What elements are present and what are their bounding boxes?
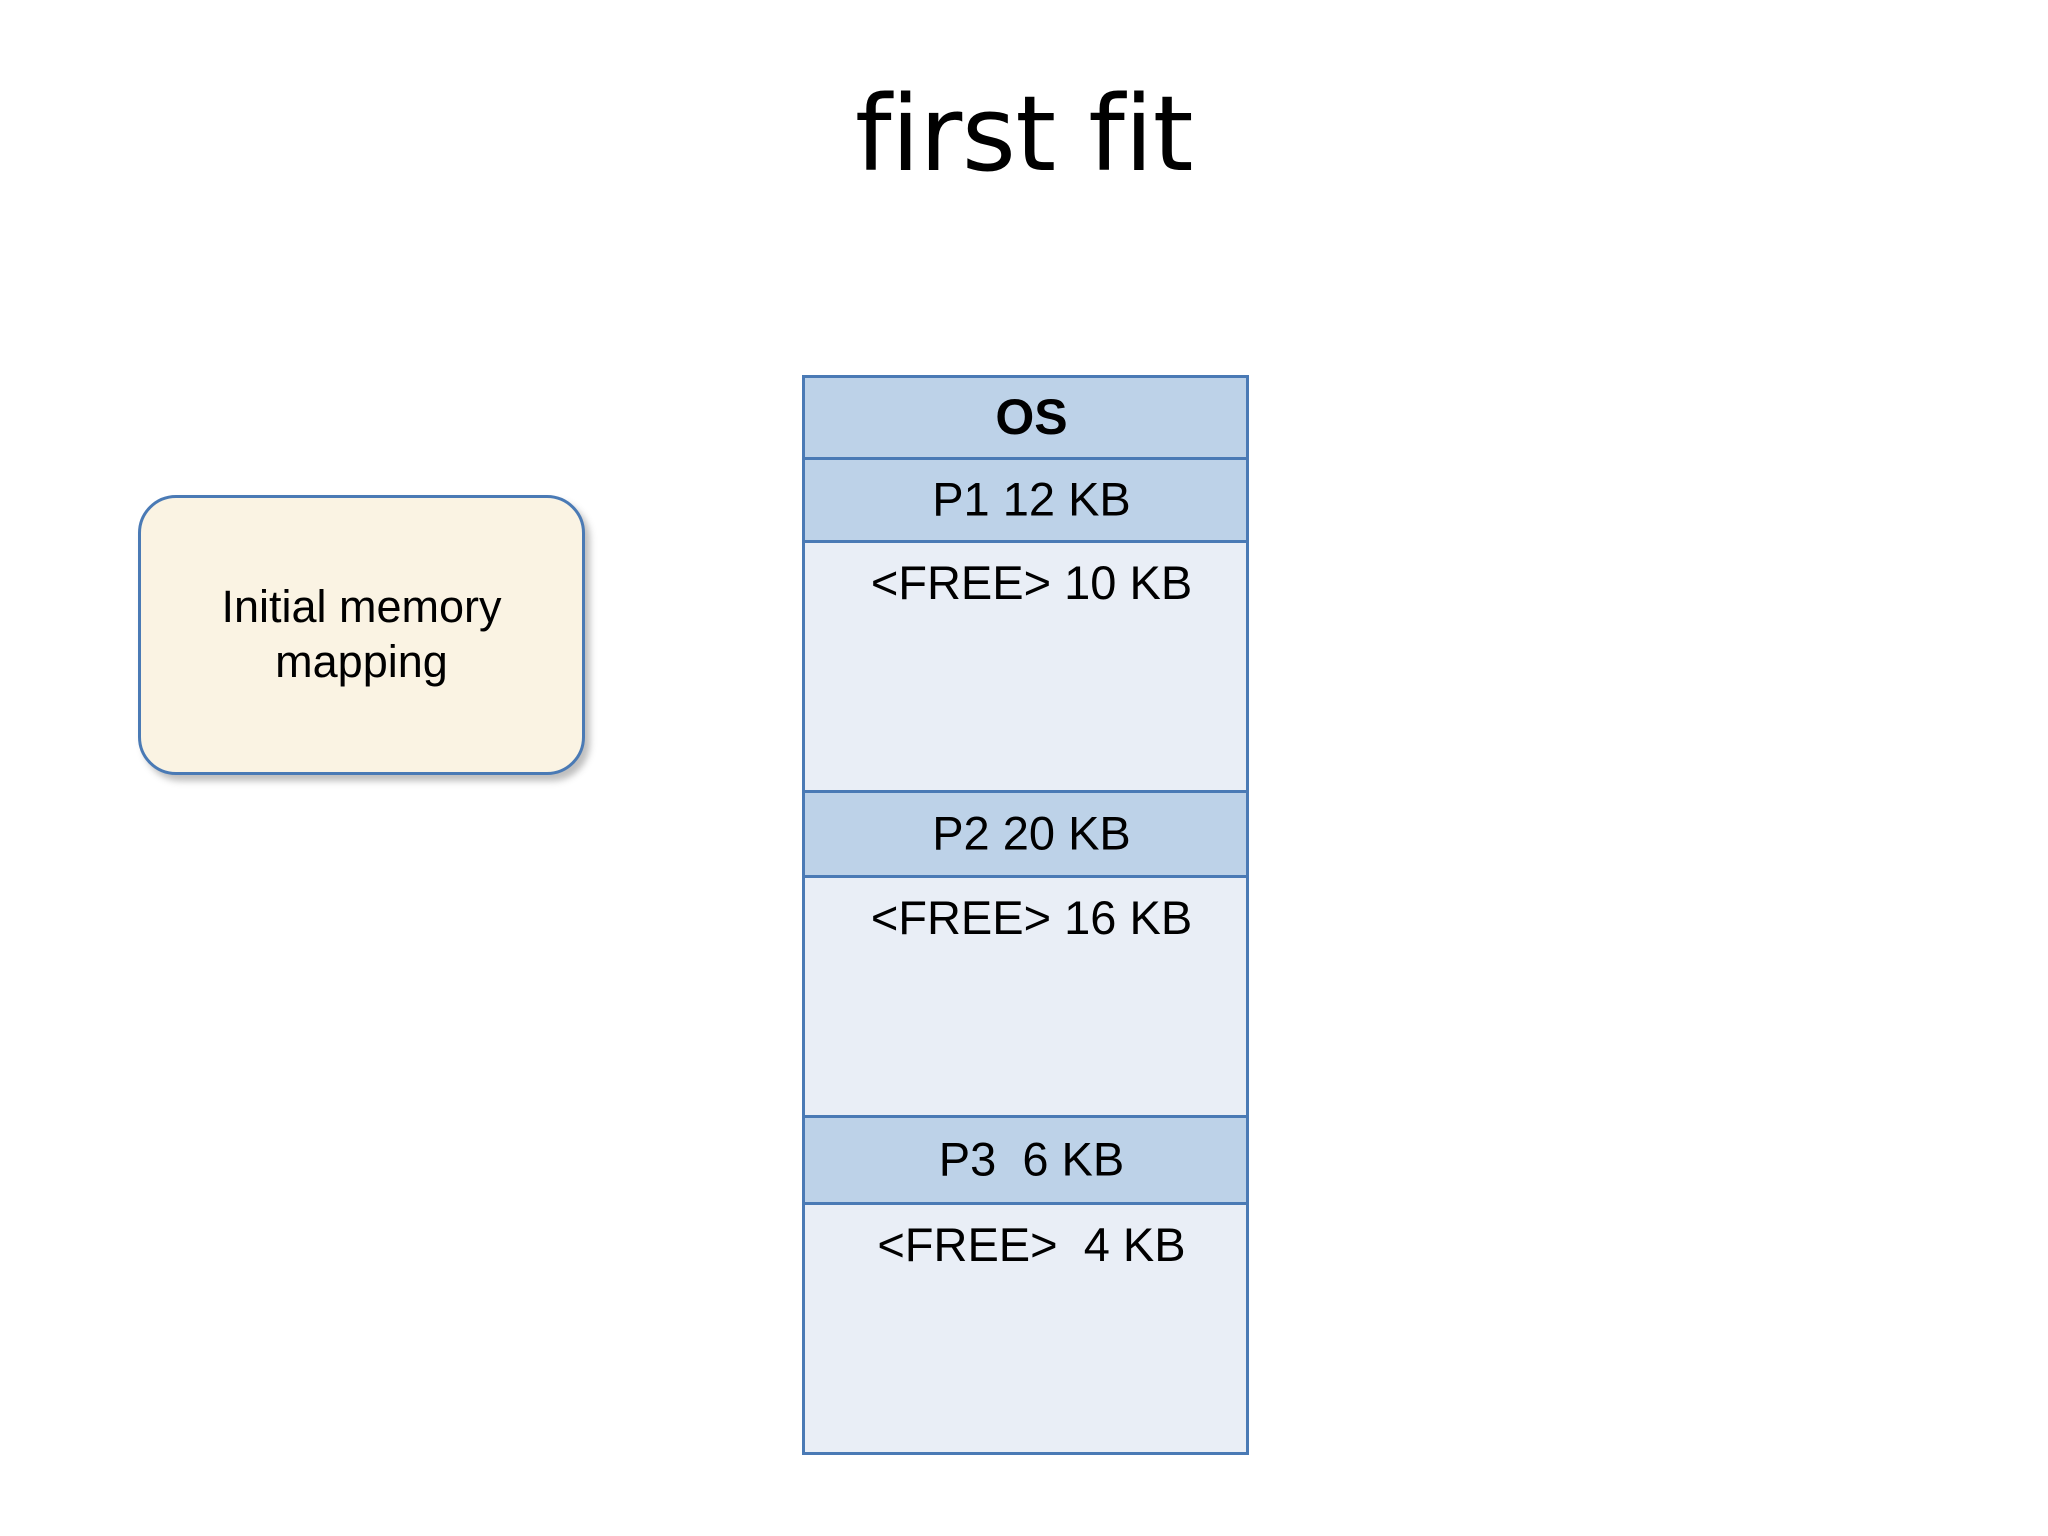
memory-block-label: P2 20 KB — [932, 806, 1131, 860]
memory-block-label: <FREE> 4 KB — [877, 1218, 1186, 1271]
memory-block-label: P3 6 KB — [938, 1132, 1125, 1186]
memory-block-label: OS — [995, 388, 1068, 445]
memory-block: OS — [805, 378, 1246, 460]
page-title: first fit — [854, 73, 1194, 195]
memory-block-label: <FREE> 10 KB — [870, 556, 1193, 609]
memory-block: <FREE> 10 KB — [805, 543, 1246, 793]
initial-memory-mapping-callout: Initial memory mapping — [138, 495, 585, 775]
memory-block-label: <FREE> 16 KB — [870, 891, 1193, 944]
memory-block: P3 6 KB — [805, 1118, 1246, 1205]
memory-map-diagram: OS P1 12 KB <FREE> 10 KB P2 20 KB <FREE> 16 … — [802, 375, 1249, 1455]
callout-label: Initial memory mapping — [221, 581, 502, 687]
memory-block: <FREE> 4 KB — [805, 1205, 1246, 1452]
memory-block: P2 20 KB — [805, 793, 1246, 878]
memory-block: <FREE> 16 KB — [805, 878, 1246, 1118]
memory-block: P1 12 KB — [805, 460, 1246, 543]
memory-block-label: P1 12 KB — [932, 472, 1131, 526]
